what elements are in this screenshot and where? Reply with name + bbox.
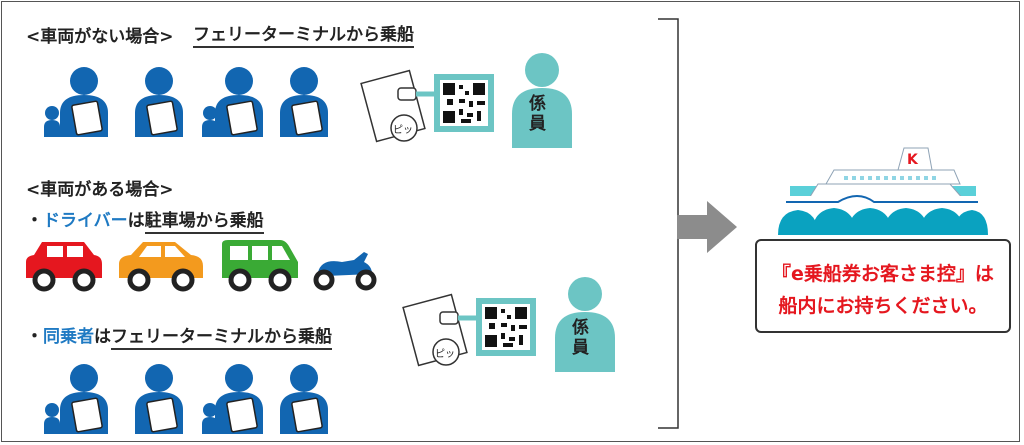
staff-icon xyxy=(512,53,572,148)
orange-car-icon xyxy=(119,242,203,292)
beep-text: ピッ xyxy=(393,125,413,136)
svg-text:K: K xyxy=(907,152,919,168)
passengers-row-2 xyxy=(44,363,329,435)
notice-line-2: 船内にお持ちください。 xyxy=(778,295,988,317)
driver-line: ・ドライバーは駐車場から乗船 xyxy=(26,206,264,234)
companion-line: ・同乗者はフェリーターミナルから乗船 xyxy=(26,322,332,350)
no-vehicle-boarding-text: フェリーターミナルから乗船 xyxy=(193,20,414,48)
ferry-icon: K xyxy=(778,147,988,235)
staff-icon xyxy=(555,277,615,372)
ticket-scan-icon xyxy=(402,293,536,367)
green-car-icon xyxy=(222,240,298,292)
ticket-scan-icon xyxy=(360,69,494,143)
adult-passenger-icon xyxy=(279,66,329,138)
vehicles-row xyxy=(26,240,377,292)
adult-passenger-icon xyxy=(134,66,184,138)
right-arrow-icon xyxy=(677,201,737,253)
adult-passenger-icon xyxy=(279,363,329,435)
staff-label: 係員 xyxy=(572,318,589,358)
beep-text: ピッ xyxy=(435,349,455,360)
adult-passenger-icon xyxy=(134,363,184,435)
staff-label: 係員 xyxy=(529,94,546,134)
notice-line-1: 『e乗船券お客さま控』は xyxy=(772,263,994,285)
adult-with-child-icon xyxy=(44,66,109,138)
no-vehicle-heading: <車両がない場合> xyxy=(26,27,174,47)
passengers-row-1 xyxy=(44,66,329,138)
adult-with-child-icon xyxy=(44,363,109,435)
adult-with-child-icon xyxy=(202,363,264,435)
notice-box: 『e乗船券お客さま控』は 船内にお持ちください。 xyxy=(755,239,1011,333)
red-car-icon xyxy=(26,242,102,292)
with-vehicle-heading: <車両がある場合> xyxy=(26,180,174,200)
motorbike-icon xyxy=(313,252,377,291)
adult-with-child-icon xyxy=(202,66,264,138)
